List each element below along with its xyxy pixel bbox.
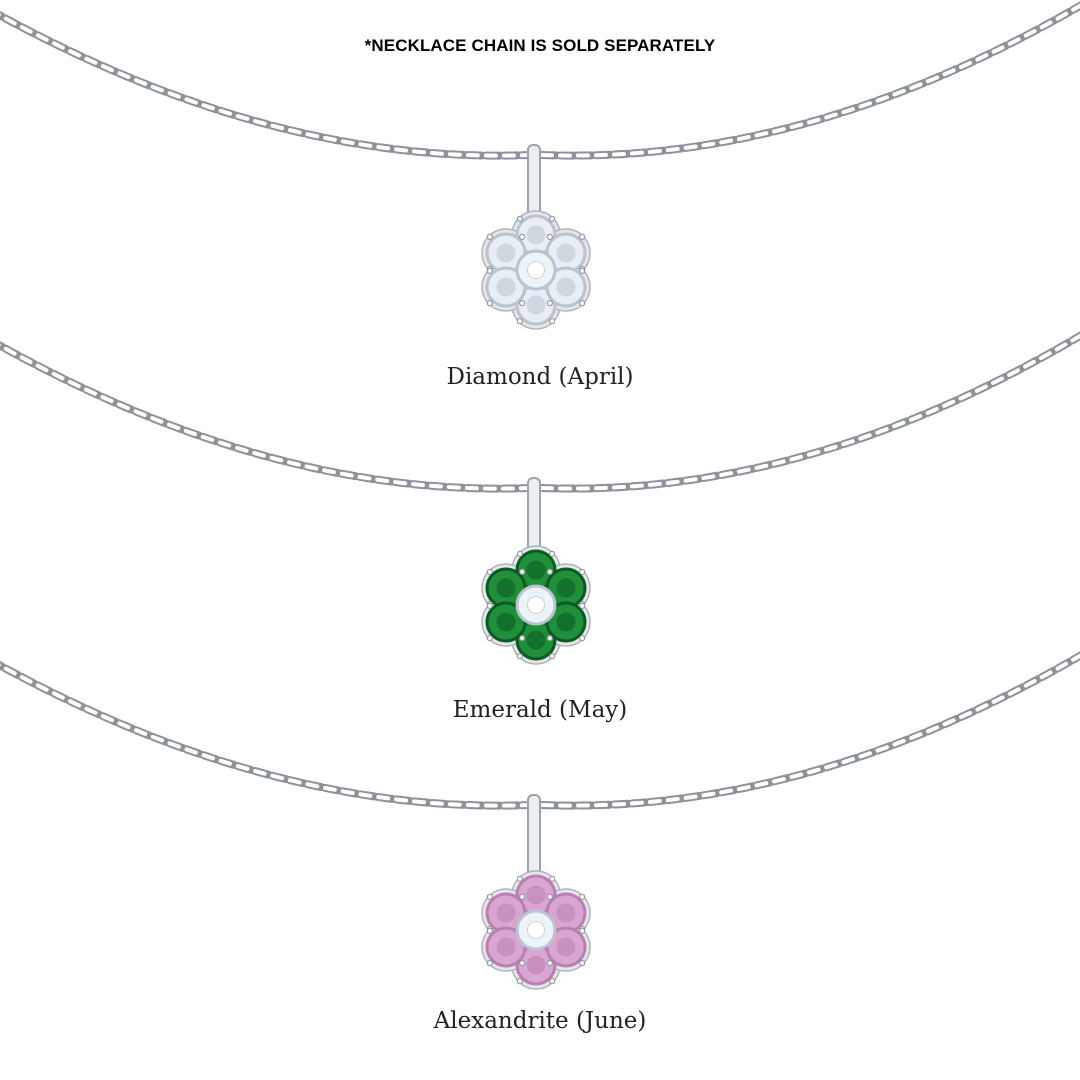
petal-stone-facet <box>556 903 576 923</box>
prong <box>486 267 493 274</box>
prong <box>516 978 523 985</box>
necklace-1 <box>0 331 1080 665</box>
prong <box>486 568 493 575</box>
petal-stone-facet <box>496 277 516 297</box>
prong <box>486 635 493 642</box>
petal-stone-facet <box>496 612 516 632</box>
prong <box>486 893 493 900</box>
petal-stone-facet <box>496 903 516 923</box>
prong <box>579 960 586 967</box>
prong <box>519 568 526 575</box>
necklace-2 <box>0 651 1080 990</box>
prong <box>516 318 523 325</box>
prong <box>516 215 523 222</box>
chain-links-outline <box>0 331 1080 493</box>
prong <box>546 233 553 240</box>
pendant-bail <box>527 794 541 881</box>
chain-links-outline <box>0 651 1080 810</box>
prong <box>546 300 553 307</box>
prong <box>579 300 586 307</box>
prong <box>579 267 586 274</box>
prong <box>546 960 553 967</box>
prong <box>546 635 553 642</box>
prong <box>549 215 556 222</box>
chain-links-highlight <box>0 333 1080 491</box>
prong <box>486 300 493 307</box>
prong <box>486 602 493 609</box>
pendant-label-emerald: Emerald (May) <box>452 697 628 723</box>
center-stone-facet <box>526 595 546 615</box>
prong <box>519 635 526 642</box>
prong <box>546 893 553 900</box>
center-stone-facet <box>526 260 546 280</box>
prong <box>486 233 493 240</box>
prong <box>486 927 493 934</box>
prong <box>579 927 586 934</box>
center-stone-facet <box>526 920 546 940</box>
petal-stone-facet <box>556 578 576 598</box>
petal-stone-facet <box>526 885 546 905</box>
petal-stone-facet <box>496 937 516 957</box>
prong <box>579 602 586 609</box>
petal-stone-facet <box>556 243 576 263</box>
petal-stone-facet <box>556 612 576 632</box>
prong <box>486 960 493 967</box>
chain-links-outline <box>0 1 1080 160</box>
pendant-bail <box>527 477 541 556</box>
chain-sold-separately-notice: *NECKLACE CHAIN IS SOLD SEPARATELY <box>364 36 716 55</box>
petal-stone-facet <box>526 225 546 245</box>
chain-links-highlight <box>0 3 1080 158</box>
prong <box>546 568 553 575</box>
pendant-bail <box>527 144 541 221</box>
prong <box>579 568 586 575</box>
prong <box>519 300 526 307</box>
prong <box>549 978 556 985</box>
prong <box>549 550 556 557</box>
prong <box>519 893 526 900</box>
petal-stone-facet <box>556 937 576 957</box>
prong <box>579 233 586 240</box>
prong <box>549 875 556 882</box>
petal-stone-facet <box>496 578 516 598</box>
prong <box>549 653 556 660</box>
prong <box>579 635 586 642</box>
prong <box>516 875 523 882</box>
petal-stone-facet <box>526 955 546 975</box>
prong <box>516 653 523 660</box>
pendant-label-diamond: Diamond (April) <box>446 364 634 390</box>
petal-stone-facet <box>526 295 546 315</box>
petal-stone-facet <box>496 243 516 263</box>
prong <box>549 318 556 325</box>
prong <box>579 893 586 900</box>
prong <box>519 960 526 967</box>
prong <box>516 550 523 557</box>
petal-stone-facet <box>526 630 546 650</box>
necklace-0 <box>0 1 1080 330</box>
pendant-label-alexandrite: Alexandrite (June) <box>433 1008 647 1034</box>
petal-stone-facet <box>556 277 576 297</box>
chain-links-highlight <box>0 653 1080 808</box>
prong <box>519 233 526 240</box>
petal-stone-facet <box>526 560 546 580</box>
